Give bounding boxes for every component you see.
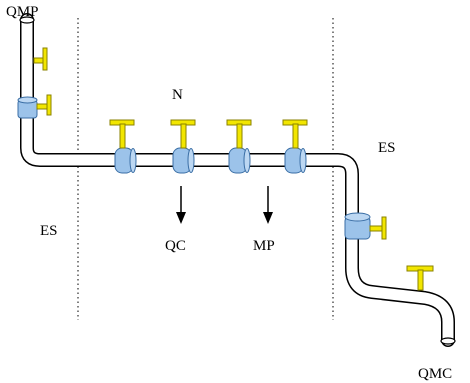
label-es-right: ES: [378, 140, 396, 156]
fitting-icon: [284, 147, 307, 174]
arrow-down-icon: [176, 186, 186, 224]
valve-icon[interactable]: [406, 265, 434, 291]
label-qc: QC: [165, 238, 186, 254]
fitting-icon: [114, 147, 137, 174]
valve-icon[interactable]: [109, 119, 135, 149]
pipe-end-bottom: [440, 337, 456, 345]
label-n: N: [172, 87, 183, 103]
fitting-icon: [172, 147, 195, 174]
fitting-icon: [17, 96, 38, 119]
arrow-down-icon: [263, 186, 273, 224]
valve-icon[interactable]: [33, 47, 48, 71]
valve-icon[interactable]: [226, 119, 252, 149]
valve-icon[interactable]: [369, 216, 387, 240]
label-mp: MP: [253, 238, 275, 254]
fitting-icon: [344, 212, 371, 240]
valve-icon[interactable]: [170, 119, 196, 149]
pipe-end-top: [19, 16, 35, 24]
main-pipe: [20, 13, 455, 347]
valve-icon[interactable]: [36, 94, 52, 116]
fitting-icon: [228, 147, 251, 174]
label-qmc: QMC: [418, 366, 452, 382]
label-es-left: ES: [40, 223, 58, 239]
label-qmp: QMP: [6, 4, 39, 20]
valve-icon[interactable]: [282, 119, 308, 149]
